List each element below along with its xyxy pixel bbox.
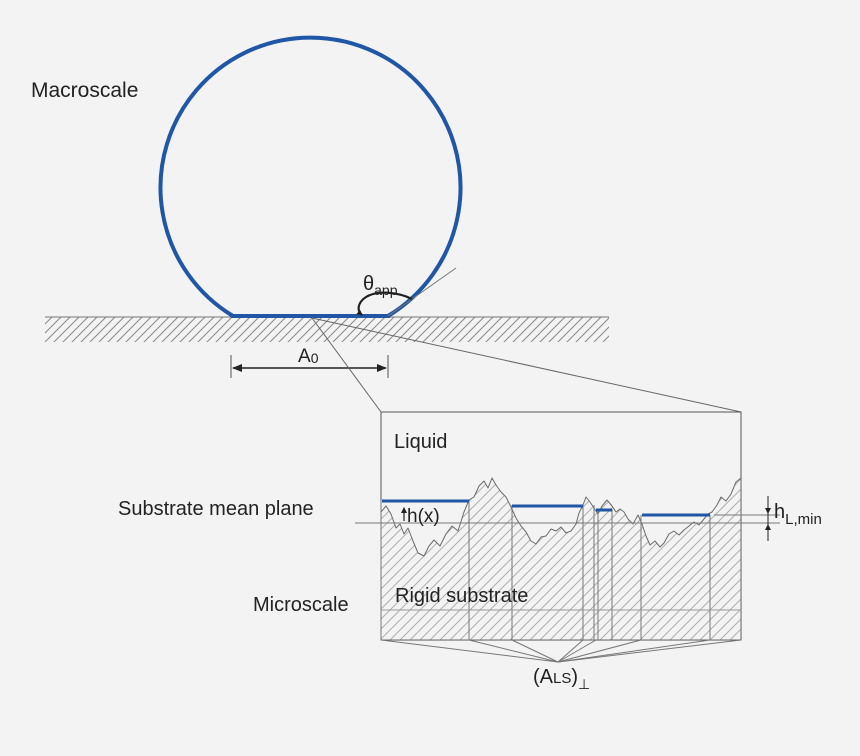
contact-angle-arc (356, 291, 413, 316)
a0-label: A0 (298, 346, 319, 367)
hl-arrow-bottom (765, 524, 771, 530)
rigid-substrate-label: Rigid substrate (395, 585, 528, 607)
liquid-label: Liquid (394, 431, 447, 453)
als-label: (ALS)⊥ (533, 666, 590, 692)
zoom-line-left (311, 317, 382, 413)
substrate-mean-plane-label: Substrate mean plane (118, 498, 314, 520)
als-pointer-lines (380, 639, 742, 663)
hl-min-label: hL,min (774, 501, 822, 528)
rough-substrate (381, 477, 741, 640)
hx-label: h(x) (407, 506, 440, 527)
microscale-label: Microscale (253, 594, 349, 616)
zoom-line-right (311, 317, 742, 413)
macroscale-label: Macroscale (31, 79, 138, 102)
liquid-contact-segments (382, 499, 710, 517)
tangent-line (387, 267, 457, 317)
theta-app-label: θapp (363, 273, 398, 298)
droplet-outline (158, 35, 463, 318)
rough-substrate-fill (381, 477, 741, 640)
hl-arrow-top (765, 508, 771, 514)
